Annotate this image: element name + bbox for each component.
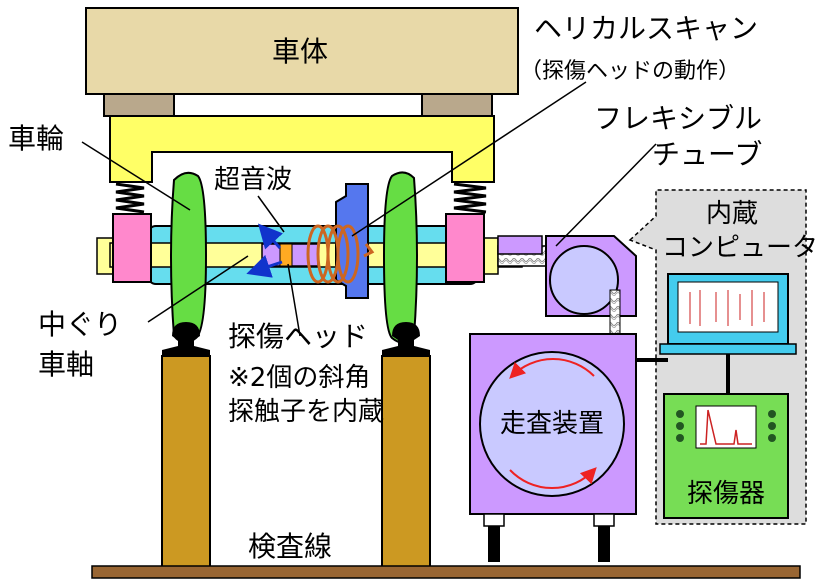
scanner-foot	[483, 513, 505, 527]
scanner-label: 走査装置	[500, 409, 604, 439]
ultrasonic-label: 超音波	[214, 165, 292, 195]
ultrasonic-beam	[257, 223, 283, 250]
flaw-head-label: 探傷ヘッド	[228, 320, 368, 353]
scanner-reel-main	[479, 351, 625, 497]
scanner-foot	[593, 513, 615, 527]
scanner-wheel	[598, 526, 610, 562]
axle-end-right	[483, 237, 499, 275]
hollow-axle-label-1: 中ぐり	[38, 308, 122, 341]
monitor-icon	[659, 273, 797, 355]
leader-hollow-axle	[147, 255, 249, 323]
gear-box	[335, 183, 369, 299]
wheel-right	[382, 171, 418, 344]
ultrasonic-beam	[246, 254, 283, 278]
scanner-reel-top	[549, 245, 619, 315]
leader-tube	[555, 143, 657, 247]
car-body	[85, 7, 519, 95]
builtin-computer-label-1: 内蔵	[706, 199, 758, 229]
helical-scan-note: （探傷ヘッドの動作）	[520, 59, 740, 84]
rail-right	[381, 322, 431, 571]
hollow-axle-label-2: 車軸	[38, 348, 94, 381]
flaw-detector-label: 探傷器	[687, 479, 765, 509]
spring-icon	[115, 182, 145, 214]
inspection-line-label: 検査線	[248, 530, 332, 563]
body-pad-left	[103, 93, 175, 117]
leader-helical	[351, 81, 587, 237]
leader-flaw-head	[287, 263, 301, 337]
body-pad-right	[421, 93, 493, 117]
flaw-head-note-2: 探触子を内蔵	[228, 397, 384, 427]
bogie-frame	[109, 115, 495, 183]
inspection-line-base	[91, 565, 801, 579]
bearing-right	[445, 213, 485, 283]
leader-ultrasonic	[257, 195, 285, 233]
wheel-label: 車輪	[8, 122, 64, 155]
wheel-left	[170, 171, 208, 344]
helical-scan-label: ヘリカルスキャン	[534, 12, 758, 45]
flexible-tube-label-1: フレキシブル	[594, 102, 762, 135]
coil-direction-arrow	[363, 243, 375, 258]
rail-left	[161, 322, 211, 571]
rotation-arrow-icon	[509, 358, 595, 379]
bearing-left	[112, 213, 152, 283]
leader-wheel	[81, 141, 191, 211]
flexible-tube-label-2: チューブ	[652, 138, 762, 171]
spring-icon	[453, 182, 487, 214]
builtin-computer-label-2: コンピュータ	[662, 233, 818, 263]
scanner-wheel	[488, 526, 500, 562]
rotation-arrow-icon	[509, 467, 597, 489]
detector-knobs	[676, 410, 776, 442]
flaw-head-note-1: ※2個の斜角	[228, 363, 370, 393]
coil-icon	[306, 224, 360, 284]
waveform-icon	[695, 405, 757, 449]
car-body-label: 車体	[272, 35, 328, 68]
flaw-head	[279, 243, 293, 267]
tube-connector	[497, 235, 543, 255]
